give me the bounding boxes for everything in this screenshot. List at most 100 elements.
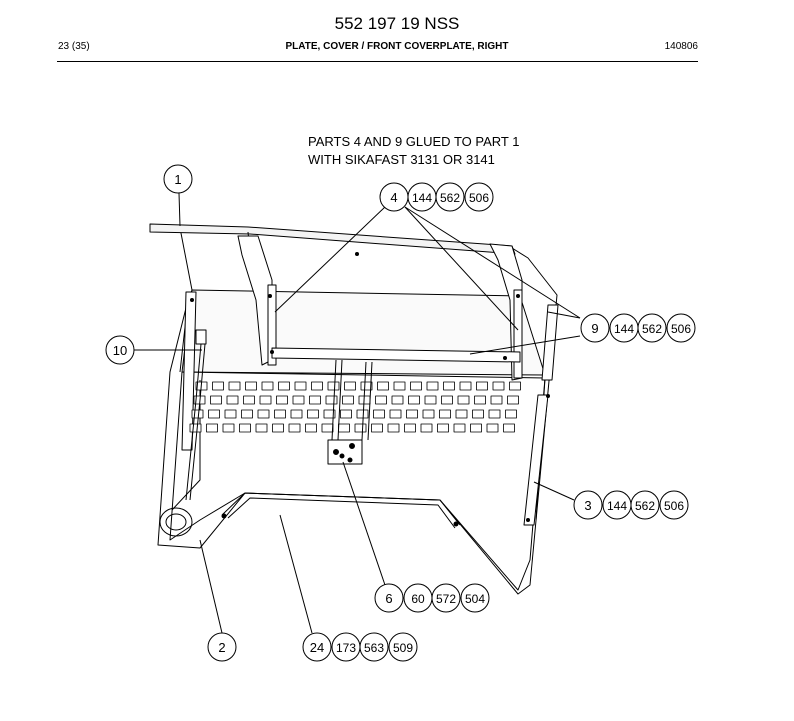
vent-slot: [505, 409, 517, 419]
vent-slot: [191, 409, 204, 419]
vent-slot: [420, 423, 433, 433]
vent-slot: [239, 423, 251, 433]
vent-slot: [259, 395, 272, 405]
handle: [159, 329, 207, 537]
vent-slot: [391, 395, 404, 405]
fastener-dots: [190, 252, 550, 527]
vent-slot: [406, 409, 418, 419]
vent-slot: [360, 381, 373, 391]
vent-slot: [437, 423, 449, 433]
header-rule: [57, 61, 698, 62]
callout-bubble-2: 2: [207, 632, 237, 662]
callout-4-label: 4: [390, 190, 397, 205]
vent-slot: [243, 395, 255, 405]
vent-slot: [354, 423, 367, 433]
cover-plate: [149, 223, 558, 595]
vent-slot: [377, 381, 389, 391]
callout-9-code-c: 506: [671, 322, 691, 336]
callout-10-label: 10: [113, 343, 127, 358]
callout-9-code-b: 562: [642, 322, 662, 336]
vent-slot: [472, 409, 484, 419]
vent-slot: [305, 423, 317, 433]
vent-slot: [224, 409, 237, 419]
vent-slot: [492, 381, 505, 391]
callout-3-code-b: 562: [635, 499, 655, 513]
callout-bubble-10: 10: [105, 335, 135, 365]
vent-slot: [210, 395, 222, 405]
vent-slot: [340, 409, 352, 419]
vent-slot: [338, 423, 350, 433]
vent-slot: [443, 381, 455, 391]
assembly-note-line-1: PARTS 4 AND 9 GLUED TO PART 1: [308, 134, 520, 149]
callout-24-label: 24: [310, 640, 324, 655]
cross-bar: [271, 347, 521, 363]
vent-slot: [356, 409, 369, 419]
vent-slot: [408, 395, 420, 405]
assembly-note: PARTS 4 AND 9 GLUED TO PART 1 WITH SIKAF…: [308, 133, 519, 169]
vent-slot: [389, 409, 402, 419]
vent-slot: [290, 409, 303, 419]
vent-slot: [404, 423, 416, 433]
page-indicator: 23 (35): [58, 41, 90, 52]
vent-slot: [292, 395, 305, 405]
vent-slot: [387, 423, 400, 433]
vent-slot: [241, 409, 253, 419]
vent-slot: [274, 409, 286, 419]
callout-4-code-b: 562: [440, 191, 460, 205]
side-strips: [181, 291, 559, 526]
leader-lines: [134, 192, 581, 634]
callout-group-6: 6 60 572 504: [374, 583, 490, 613]
vent-slot: [294, 381, 307, 391]
vent-slot: [222, 423, 235, 433]
vent-slot: [490, 395, 503, 405]
assembly-note-line-2: WITH SIKAFAST 3131 OR 3141: [308, 152, 495, 167]
vent-slot: [410, 381, 422, 391]
vent-slot: [457, 395, 470, 405]
vent-slot: [453, 423, 466, 433]
vent-slot: [327, 381, 340, 391]
vent-slot: [276, 395, 288, 405]
callout-9-code-a: 144: [614, 322, 634, 336]
callout-group-3: 3 144 562 506: [573, 490, 689, 520]
callout-6-label: 6: [385, 591, 392, 606]
vent-slot: [342, 395, 354, 405]
callout-group-9: 9 144 562 506: [580, 313, 696, 343]
vent-slot: [206, 423, 218, 433]
callout-24-code-a: 173: [336, 641, 356, 655]
vent-slot: [208, 409, 220, 419]
vent-slot: [228, 381, 241, 391]
vent-slot: [474, 395, 486, 405]
vent-slot: [309, 395, 321, 405]
vent-slot: [455, 409, 468, 419]
document-number: 552 197 19 NSS: [334, 14, 460, 33]
document-title: PLATE, COVER / FRONT COVERPLATE, RIGHT: [285, 41, 509, 52]
callout-3-label: 3: [584, 498, 591, 513]
vent-slot: [261, 381, 274, 391]
vent-slot: [245, 381, 257, 391]
callout-2-label: 2: [218, 640, 225, 655]
vent-slot: [272, 423, 284, 433]
callout-24-code-c: 509: [393, 641, 413, 655]
callout-6-code-c: 504: [465, 592, 485, 606]
vent-slot: [226, 395, 239, 405]
vent-slot: [441, 395, 453, 405]
callout-4-code-a: 144: [412, 191, 432, 205]
center-bracket: [327, 359, 373, 465]
vent-slots: [189, 381, 521, 433]
vent-slot: [278, 381, 290, 391]
vent-slot: [311, 381, 323, 391]
vent-slot: [321, 423, 334, 433]
vent-slot: [509, 381, 521, 391]
callout-6-code-b: 572: [436, 592, 456, 606]
callout-6-code-a: 60: [411, 592, 425, 606]
vent-slot: [486, 423, 499, 433]
callout-9-label: 9: [591, 321, 598, 336]
vent-slot: [476, 381, 488, 391]
vent-slot: [459, 381, 472, 391]
callout-4-code-c: 506: [469, 191, 489, 205]
vent-slot: [255, 423, 268, 433]
rail-parts: [237, 235, 523, 381]
document-date: 140806: [664, 41, 698, 52]
vent-slot: [325, 395, 338, 405]
